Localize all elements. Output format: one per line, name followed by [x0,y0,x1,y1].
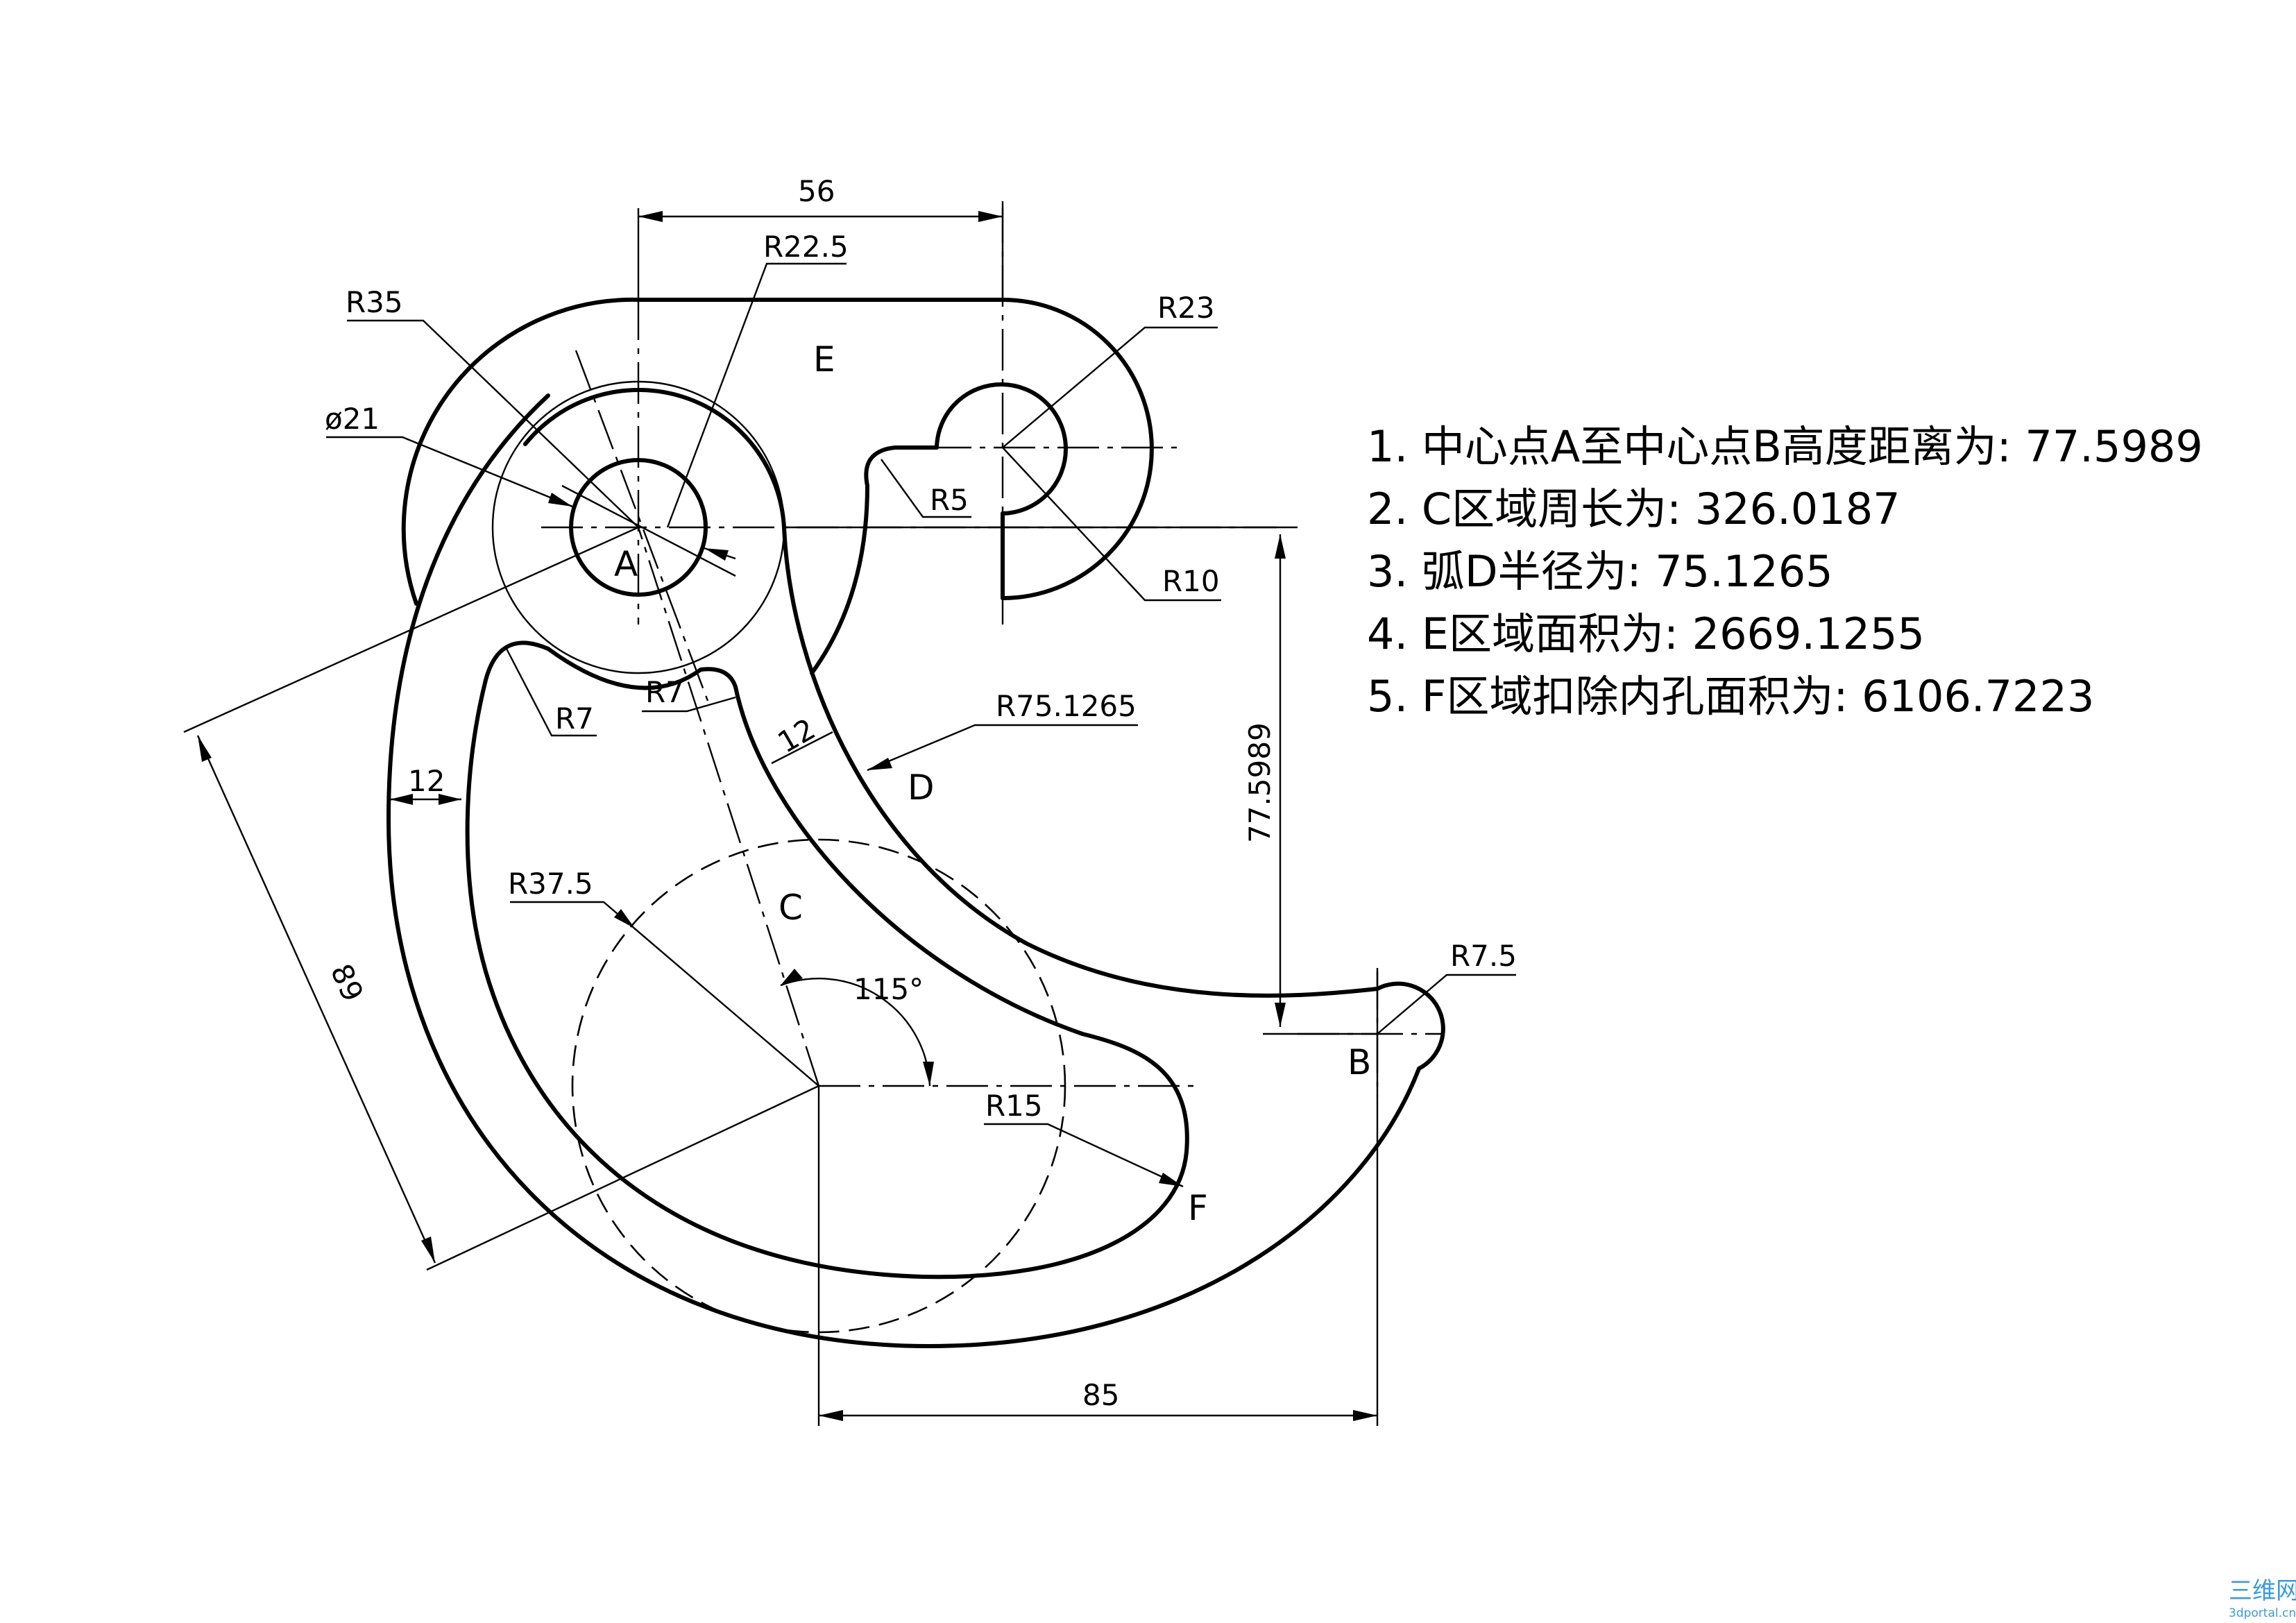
dim-r5: R5 [930,483,969,517]
region-label-f: F [1188,1188,1208,1228]
part-outline [386,297,1445,1348]
construction-geometry [491,380,1066,1334]
dimensions: 56 R22.5 R35 R23 ø21 R5 R10 R7 R7 R75.12… [183,174,1517,1426]
dim-77-5989: 77.5989 [1243,722,1277,843]
dim-r75: R75.1265 [996,689,1137,723]
dim-r15: R15 [985,1089,1043,1123]
dim-r7-mid: R7 [645,675,684,709]
watermark-main: 三维网 [2229,1577,2296,1605]
watermark-sub: 3dportal.cn [2229,1606,2296,1620]
note-5: 5. F区域扣除内孔面积为: 6106.7223 [1367,671,2094,722]
dim-r10: R10 [1162,564,1220,598]
region-labels: A B C D E F [614,339,1371,1228]
note-2: 2. C区域周长为: 326.0187 [1367,484,1900,534]
dim-85: 85 [1082,1378,1119,1412]
dim-12-mid: 12 [772,712,822,760]
result-notes: 1. 中心点A至中心点B高度距离为: 77.5989 2. C区域周长为: 32… [1367,421,2203,722]
note-4: 4. E区域面积为: 2669.1255 [1367,609,1925,659]
point-label-a: A [614,544,638,584]
dim-r35: R35 [346,285,403,319]
region-label-c: C [779,887,803,928]
dim-r22-5: R22.5 [763,230,849,264]
dim-89: 89 [324,959,371,1007]
dim-r37-5: R37.5 [508,867,593,901]
dim-12-left: 12 [408,764,445,798]
center-lines [541,201,1443,1096]
note-1: 1. 中心点A至中心点B高度距离为: 77.5989 [1367,421,2203,472]
region-label-d: D [908,767,935,808]
dim-115: 115° [853,972,924,1006]
dim-r7-5: R7.5 [1450,939,1517,973]
region-label-e: E [813,339,835,380]
point-label-b: B [1347,1042,1371,1082]
dim-r7-left: R7 [555,702,594,736]
dim-56: 56 [798,174,835,208]
dim-phi21: ø21 [325,402,380,436]
note-3: 3. 弧D半径为: 75.1265 [1367,546,1833,597]
dim-r23: R23 [1157,291,1215,325]
watermark-logo: 三维网 3dportal.cn [2229,1577,2296,1620]
